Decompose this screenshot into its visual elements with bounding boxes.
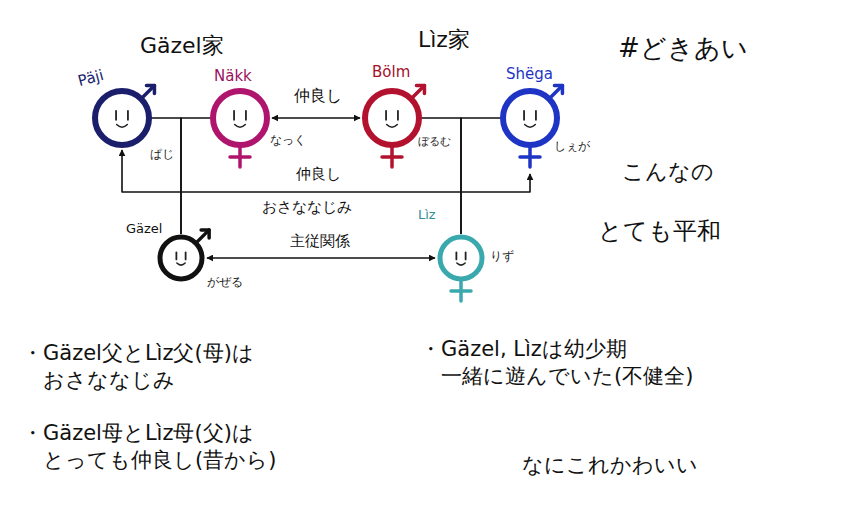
person-face — [359, 85, 425, 151]
person-node: Gäzelがぜる — [154, 231, 208, 285]
family-line — [181, 118, 212, 234]
free-label: とても平和 — [598, 216, 721, 247]
relation-arrow — [207, 257, 435, 259]
person-name: Lìz — [418, 208, 436, 223]
relation-arrow — [272, 117, 360, 119]
note-text: ・Gäzel, Lìzは幼少期 一緒に遊んでいた(不健全) — [420, 336, 761, 391]
free-label: Gäzel家 — [140, 32, 224, 61]
edge-label: 主従関係 — [287, 232, 353, 250]
person-face — [207, 85, 273, 151]
person-face — [434, 231, 488, 285]
family-line — [461, 118, 502, 234]
person-name: Päji — [76, 67, 105, 90]
person-name: Shëga — [506, 66, 553, 83]
person-name: Näkk — [214, 68, 252, 85]
person-name: Bölm — [372, 64, 410, 81]
person-node: Bölmぼるむ — [359, 85, 425, 151]
person-node: Päjiぱじ — [89, 85, 155, 151]
person-name: Gäzel — [126, 222, 162, 237]
family-line — [150, 118, 181, 234]
person-node: Näkkなっく — [207, 85, 273, 151]
person-face — [154, 231, 208, 285]
kana-name: ぱじ — [150, 148, 174, 162]
person-node: Shëgaしぇが — [497, 85, 563, 151]
kana-name: なっく — [270, 134, 306, 148]
kana-name: りず — [490, 250, 514, 264]
note-text: ・Gäzel母とLìz母(父)は とっても仲良し(昔から) — [22, 420, 363, 475]
relation-arrow — [122, 150, 530, 192]
free-label: Lìz家 — [418, 26, 470, 55]
edge-label: 仲良し — [291, 86, 345, 105]
person-face — [497, 85, 563, 151]
person-face — [89, 85, 155, 151]
free-label: おさななじみ — [262, 198, 352, 218]
kana-name: しぇが — [554, 140, 590, 154]
free-label: #どきあい — [618, 32, 748, 66]
kana-name: がぜる — [207, 276, 243, 290]
kana-name: ぼるむ — [418, 136, 451, 149]
note-text: ・Gäzel父とLìz父(母)は おさななじみ — [22, 340, 363, 395]
free-label: こんなの — [622, 158, 714, 187]
free-label: なにこれかわいい — [522, 452, 698, 479]
person-node: Lìzりず — [434, 231, 488, 285]
edge-label: 仲良し — [293, 165, 344, 183]
